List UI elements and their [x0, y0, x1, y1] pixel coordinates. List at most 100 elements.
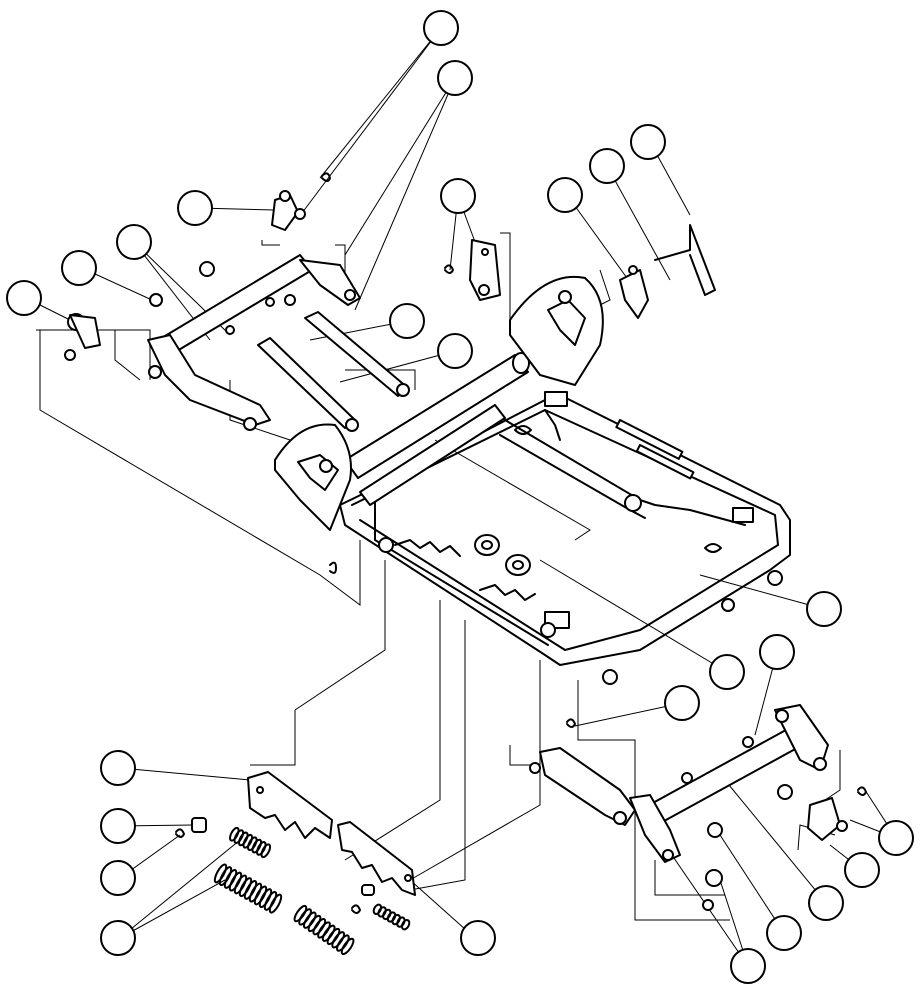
main-seat-frame — [274, 275, 791, 685]
upper-left-linkage — [64, 254, 410, 432]
spring-coil — [242, 833, 254, 849]
pulley-left-hub — [481, 540, 493, 550]
inner-link-rod-1 — [257, 337, 356, 429]
leader-center — [434, 439, 591, 541]
callout-circle-23 — [100, 808, 136, 844]
pointer-14 — [539, 559, 728, 673]
lower-nut — [702, 899, 714, 911]
spring-clip — [351, 904, 361, 914]
callout-circle-2 — [437, 60, 473, 96]
callout-circle-4 — [116, 224, 152, 260]
lower-drop-arm — [629, 794, 681, 863]
callout-circle-16 — [759, 634, 795, 670]
small-bolt-2 — [284, 294, 296, 306]
leader-lines — [36, 232, 841, 921]
leader-plate — [500, 232, 511, 320]
spring-coil — [331, 931, 346, 949]
cross-tube-upper — [344, 354, 529, 479]
spring-coil — [298, 908, 312, 926]
spring-2 — [213, 863, 283, 914]
wire-handle — [654, 224, 716, 296]
leader-right-bracket — [409, 660, 541, 881]
right-lever-bracket — [619, 269, 649, 319]
rack-bracket-left — [247, 771, 333, 839]
lower-right-bolt — [775, 709, 789, 723]
small-bolt-1 — [265, 297, 275, 307]
leader-plate-right — [599, 269, 611, 306]
top-bolt-head — [199, 261, 215, 277]
callout-circle-20 — [766, 915, 802, 951]
spring-coil — [253, 885, 268, 906]
cross-tube-upper-end — [512, 352, 530, 374]
frame-bushing-1 — [378, 537, 394, 553]
bushing-left — [149, 293, 163, 307]
frame-bracket-1 — [544, 391, 568, 407]
leader-left-group — [39, 330, 361, 606]
frame-slot-1 — [615, 418, 684, 460]
upper-left-arm — [147, 334, 271, 426]
upper-right-arm-pivot — [344, 289, 356, 301]
frame-front-rail — [374, 489, 549, 646]
leader-bushing — [114, 330, 141, 381]
spring-coil — [260, 843, 272, 859]
lower-right-nut — [836, 820, 848, 832]
leader-shaft — [509, 745, 540, 766]
callout-circle-24 — [100, 860, 136, 896]
center-clip — [444, 264, 454, 274]
lower-right-clip — [857, 786, 867, 796]
lower-left-bolt — [243, 417, 257, 431]
spring-coil — [229, 826, 240, 842]
spring-coil — [302, 911, 317, 929]
lower-bushing — [777, 784, 793, 800]
small-bolt-3 — [225, 325, 235, 335]
lower-left-parts — [175, 771, 416, 956]
callout-circle-6 — [6, 280, 42, 316]
shaft-end-bolt — [529, 762, 541, 774]
lower-drop-arm-pivot — [662, 849, 674, 861]
spring-coil — [268, 893, 283, 914]
rack-right-hole — [404, 874, 412, 882]
top-hardware — [271, 172, 716, 319]
callout-pointers — [25, 27, 897, 967]
spring-coil — [307, 914, 322, 933]
leader-lower-right-2 — [654, 860, 725, 896]
spring-coil — [396, 916, 406, 928]
callout-circle-3 — [177, 190, 213, 226]
leader-top-bolt — [261, 240, 280, 246]
spring-coil — [336, 934, 350, 952]
lower-right-plate-pivot — [813, 757, 827, 771]
spring-coil — [251, 838, 263, 854]
lower-left-arm-pivot — [613, 811, 627, 825]
callout-circle-13 — [806, 591, 842, 627]
center-plate-hole-1 — [481, 248, 489, 256]
spring-3 — [293, 904, 355, 956]
spring-coil — [213, 863, 228, 884]
lower-bolt-1 — [742, 736, 754, 748]
callout-circle-10 — [630, 124, 666, 160]
frame-corner — [544, 409, 561, 441]
spring-coil — [256, 841, 267, 856]
leader-bracket-left — [294, 560, 386, 711]
spring-coil — [400, 919, 411, 931]
callout-circle-5 — [61, 250, 97, 286]
top-clip — [321, 172, 331, 182]
leader-lower-right — [577, 680, 730, 921]
frame-bushing-2 — [540, 622, 556, 638]
frame-rack-2 — [479, 584, 536, 601]
left-bracket — [69, 314, 101, 349]
rod-1-end — [345, 418, 359, 432]
lower-right-bracket — [807, 797, 841, 841]
callout-circle-19 — [844, 852, 880, 888]
right-lever-pin — [628, 265, 638, 275]
frame-slot-2 — [635, 444, 695, 480]
frame-clip — [329, 561, 337, 574]
pointer-25b — [119, 879, 226, 939]
pointer-17 — [714, 767, 827, 904]
callout-circle-8 — [547, 177, 583, 213]
pointer-2b — [354, 77, 456, 311]
leader-bracket-left-2 — [250, 710, 296, 766]
callout-circle-21 — [730, 948, 766, 984]
spring-coil — [326, 927, 341, 946]
